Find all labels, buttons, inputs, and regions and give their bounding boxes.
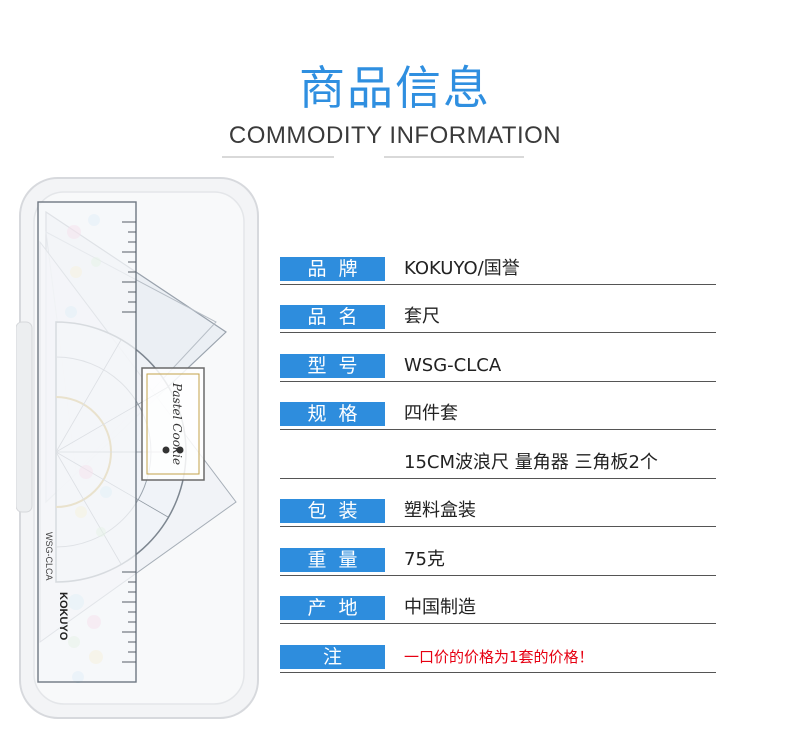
spec-row-name: 品名 套尺 xyxy=(280,302,716,333)
spec-row-package: 包装 塑料盒装 xyxy=(280,496,716,527)
spec-value: 塑料盒装 xyxy=(404,500,476,521)
spec-row-origin: 产地 中国制造 xyxy=(280,593,716,624)
spec-value: 中国制造 xyxy=(404,597,476,618)
spec-label: 产地 xyxy=(280,596,385,620)
spec-label: 品名 xyxy=(280,305,385,329)
spec-value: 四件套 xyxy=(404,403,458,424)
model-text: WSG-CLCA xyxy=(44,532,54,581)
spec-row-spec-detail: 15CM波浪尺 量角器 三角板2个 xyxy=(280,448,716,479)
spec-row-brand: 品牌 KOKUYO/国誉 xyxy=(280,254,716,285)
spec-label: 品牌 xyxy=(280,257,385,281)
price-note: 一口价的价格为1套的价格！ xyxy=(404,648,594,666)
spec-label: 规格 xyxy=(280,402,385,426)
spec-value: 15CM波浪尺 量角器 三角板2个 xyxy=(404,452,658,473)
brand-text: KOKUYO xyxy=(57,592,69,641)
spec-value: WSG-CLCA xyxy=(404,355,502,376)
spec-label: 重量 xyxy=(280,548,385,572)
badge-text: Pastel Cookie xyxy=(170,382,184,465)
spec-label: 型号 xyxy=(280,354,385,378)
spec-row-note: 注 一口价的价格为1套的价格！ xyxy=(280,642,716,673)
spec-label: 注 xyxy=(280,645,385,669)
product-image: Pastel Cookie KOKUYO WSG-CLCA xyxy=(16,177,259,719)
page-title: 商品信息 xyxy=(299,61,491,115)
spec-label: 包装 xyxy=(280,499,385,523)
title-divider xyxy=(222,155,524,159)
spec-value: KOKUYO/国誉 xyxy=(404,258,520,279)
spec-row-model: 型号 WSG-CLCA xyxy=(280,351,716,382)
spec-row-weight: 重量 75克 xyxy=(280,545,716,576)
spec-value: 75克 xyxy=(404,549,445,570)
spec-row-spec: 规格 四件套 xyxy=(280,399,716,430)
page-subtitle: COMMODITY INFORMATION xyxy=(228,122,562,149)
spec-value: 套尺 xyxy=(404,306,440,327)
